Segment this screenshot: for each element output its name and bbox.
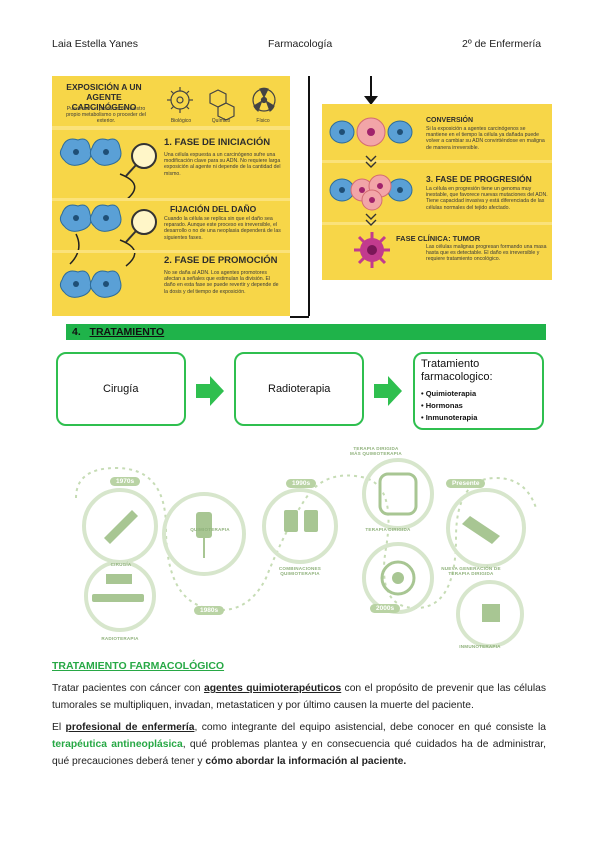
cells-illustration bbox=[59, 138, 157, 298]
curved-arrow-icon bbox=[119, 173, 136, 201]
treatment-box-surgery bbox=[56, 352, 186, 426]
phase-initiation-text: Una célula expuesta a un carcinógeno suf… bbox=[164, 152, 281, 177]
timeline-caption-surgery: CIRUGÍA bbox=[110, 562, 132, 567]
down-arrow-icon bbox=[364, 96, 378, 105]
damage-fixation-title: FIJACIÓN DEL DAÑO bbox=[170, 204, 257, 214]
section-title: TRATAMIENTO bbox=[89, 326, 165, 338]
treatment-box-radiotherapy bbox=[234, 352, 364, 426]
iv-bag-icon bbox=[196, 512, 212, 538]
virus-icon bbox=[167, 87, 193, 113]
immunotherapy-icon bbox=[482, 604, 500, 622]
patient-information-term: cómo abordar la información al paciente. bbox=[205, 756, 407, 767]
nursing-professional-term: profesional de enfermería bbox=[65, 722, 195, 733]
timeline-year-1990s: 1990s bbox=[286, 479, 317, 488]
timeline-caption-targeted: TERAPIA DIRIGIDA bbox=[365, 527, 411, 532]
agent-type-2: Químico bbox=[211, 118, 231, 124]
phase-progression-text: La célula en progresión tiene un genoma … bbox=[426, 186, 548, 211]
timeline-caption-immunotherapy: INMUNOTERAPIA bbox=[459, 644, 501, 649]
scalpel-icon bbox=[104, 510, 138, 544]
section-number: 4. bbox=[72, 326, 81, 338]
target-icon bbox=[380, 560, 416, 596]
molecule-icon bbox=[209, 89, 235, 121]
subsection-heading: TRATAMIENTO FARMACOLÓGICO bbox=[52, 660, 225, 672]
timeline-caption-chemotherapy: QUIMIOTERAPIA bbox=[190, 527, 230, 532]
treatment-history-timeline bbox=[75, 458, 537, 648]
paragraph-1: Tratar pacientes con cáncer con agentes … bbox=[52, 683, 546, 711]
syringe-icon bbox=[462, 516, 500, 544]
carcinogenesis-infographic-right: CONVERSIÓN Si la exposición a agentes ca… bbox=[322, 104, 552, 280]
conversion-title: CONVERSIÓN bbox=[426, 117, 474, 124]
timeline-year-2000s: 2000s bbox=[370, 604, 401, 613]
timeline-caption-chemo-combinations: COMBINACIONES QUIMIOTERAPIA bbox=[278, 566, 322, 576]
iv-bags-icon bbox=[284, 510, 298, 532]
phase-promotion-text: No se daña al ADN. Los agentes promotore… bbox=[164, 270, 279, 295]
conversion-text: Si la exposición a agentes carcinógenos … bbox=[426, 126, 545, 151]
agent-icons bbox=[167, 87, 276, 121]
list-item: Hormonas bbox=[421, 400, 477, 412]
arrow-right-icon-2 bbox=[374, 376, 402, 406]
treatment-radiotherapy-label: Radioterapia bbox=[268, 383, 331, 395]
treatment-icons bbox=[92, 472, 500, 622]
magnifier-icon bbox=[125, 143, 157, 243]
agent-type-1: Biológico bbox=[170, 118, 192, 124]
clinical-phase-title: FASE CLÍNICA: TUMOR bbox=[396, 234, 481, 243]
timeline-caption-radiotherapy: RADIOTERAPIA bbox=[101, 636, 139, 641]
damage-fixation-text: Cuando la célula se replica sin que el d… bbox=[164, 216, 281, 241]
paragraph-2: El profesional de enfermería, como integ… bbox=[52, 722, 546, 767]
header-author: Laia Estella Yanes bbox=[52, 38, 139, 50]
targeted-therapy-icon bbox=[378, 472, 418, 516]
chemotherapy-agents-term: agentes quimioterapéuticos bbox=[203, 683, 342, 694]
timeline-caption-new-generation: NUEVA GENERACIÓN DE TERAPIA DIRIGIDA bbox=[441, 566, 501, 576]
treatment-pharmacological-list: Quimioterapia Hormonas Inmunoterapia bbox=[421, 388, 478, 424]
agent-type-3: Físico bbox=[256, 118, 270, 124]
carcinogenesis-infographic-left: EXPOSICIÓN A UN AGENTE CARCINÓGENO Puede… bbox=[52, 76, 290, 316]
section-heading: 4. TRATAMIENTO bbox=[72, 326, 164, 338]
arrow-right-icon bbox=[196, 376, 224, 406]
header-course: 2º de Enfermería bbox=[462, 38, 542, 50]
treatment-pharmacological-title: Tratamiento farmacologico: bbox=[421, 358, 493, 383]
antineoplastic-therapy-term: terapéutica antineoplásica bbox=[52, 739, 183, 750]
timeline-year-1970s: 1970s bbox=[110, 477, 141, 486]
phase-initiation-title: 1. FASE DE INICIACIÓN bbox=[164, 137, 271, 148]
list-item: Quimioterapia bbox=[421, 388, 477, 400]
timeline-year-present: Presente bbox=[446, 479, 486, 488]
clinical-phase-text: Las células malignas progresan formando … bbox=[426, 244, 547, 263]
down-arrow-shaft bbox=[370, 76, 372, 100]
phase-progression-title: 3. FASE DE PROGRESIÓN bbox=[426, 174, 532, 184]
exposure-text: Puede ser un producto de nuestro propio … bbox=[66, 106, 146, 125]
list-item: Inmunoterapia bbox=[421, 412, 478, 424]
connector-line-bottom bbox=[290, 316, 309, 318]
radiotherapy-bed-icon bbox=[92, 594, 144, 602]
tumor-cells-illustration bbox=[329, 117, 413, 268]
timeline-year-1980s: 1980s bbox=[194, 606, 225, 615]
treatment-surgery-label: Cirugía bbox=[103, 383, 139, 395]
timeline-caption-targeted-plus-chemo: TERAPIA DIRIGIDA MÁS QUIMIOTERAPIA bbox=[350, 446, 402, 456]
tumor-icon bbox=[354, 232, 390, 268]
section-heading-bar bbox=[66, 324, 546, 340]
header-subject: Farmacología bbox=[268, 38, 333, 50]
phase-promotion-title: 2. FASE DE PROMOCIÓN bbox=[164, 255, 278, 266]
exposure-title: EXPOSICIÓN A UN AGENTE CARCINÓGENO bbox=[66, 82, 142, 112]
connector-line-vertical bbox=[308, 76, 310, 316]
radiation-icon bbox=[252, 87, 276, 112]
